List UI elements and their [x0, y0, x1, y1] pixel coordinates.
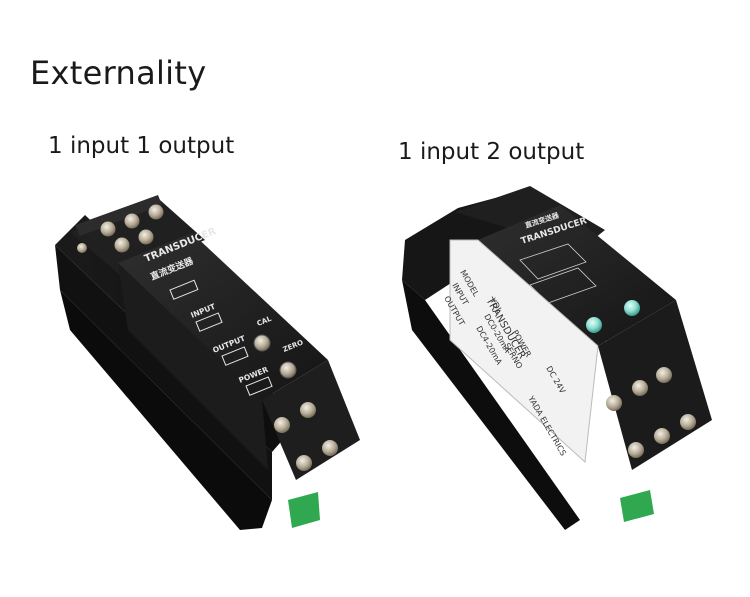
din-rail-clip	[620, 490, 654, 522]
cal-knob-icon	[253, 334, 271, 352]
input-terminal-box	[195, 312, 223, 332]
zero-knob-icon	[586, 317, 602, 333]
screw-icon	[300, 402, 316, 418]
screw-icon	[77, 243, 87, 253]
screw-icon	[148, 204, 164, 220]
screw-icon	[322, 440, 338, 456]
page-heading: Externality	[30, 54, 207, 92]
product-caption-2: 1 input 2 output	[398, 139, 585, 165]
screw-icon	[296, 455, 312, 471]
din-rail-clip	[288, 492, 320, 528]
screw-icon	[632, 380, 648, 396]
screw-icon	[274, 417, 290, 433]
panel-box-icon	[169, 279, 199, 300]
screw-icon	[606, 395, 622, 411]
power-terminal-box	[245, 376, 273, 396]
screw-icon	[124, 213, 140, 229]
spec-label	[449, 239, 599, 464]
screw-icon	[680, 414, 696, 430]
screw-icon	[628, 442, 644, 458]
product-caption-1: 1 input 1 output	[48, 133, 235, 159]
screw-icon	[100, 221, 116, 237]
transducer-1-in-2-out: 直流变送器 TRANSDUCER TRANSDUCER MODEL INPUT …	[402, 186, 712, 530]
screw-icon	[656, 367, 672, 383]
zero-knob-icon	[279, 361, 297, 379]
screw-icon	[138, 229, 154, 245]
screw-icon	[654, 428, 670, 444]
span-knob-icon	[624, 300, 640, 316]
screw-icon	[114, 237, 130, 253]
transducer-1-in-1-out: TRANSDUCER 直流变送器 INPUT OUTPUT POWER CAL …	[55, 195, 360, 530]
output-terminal-box	[221, 346, 249, 366]
